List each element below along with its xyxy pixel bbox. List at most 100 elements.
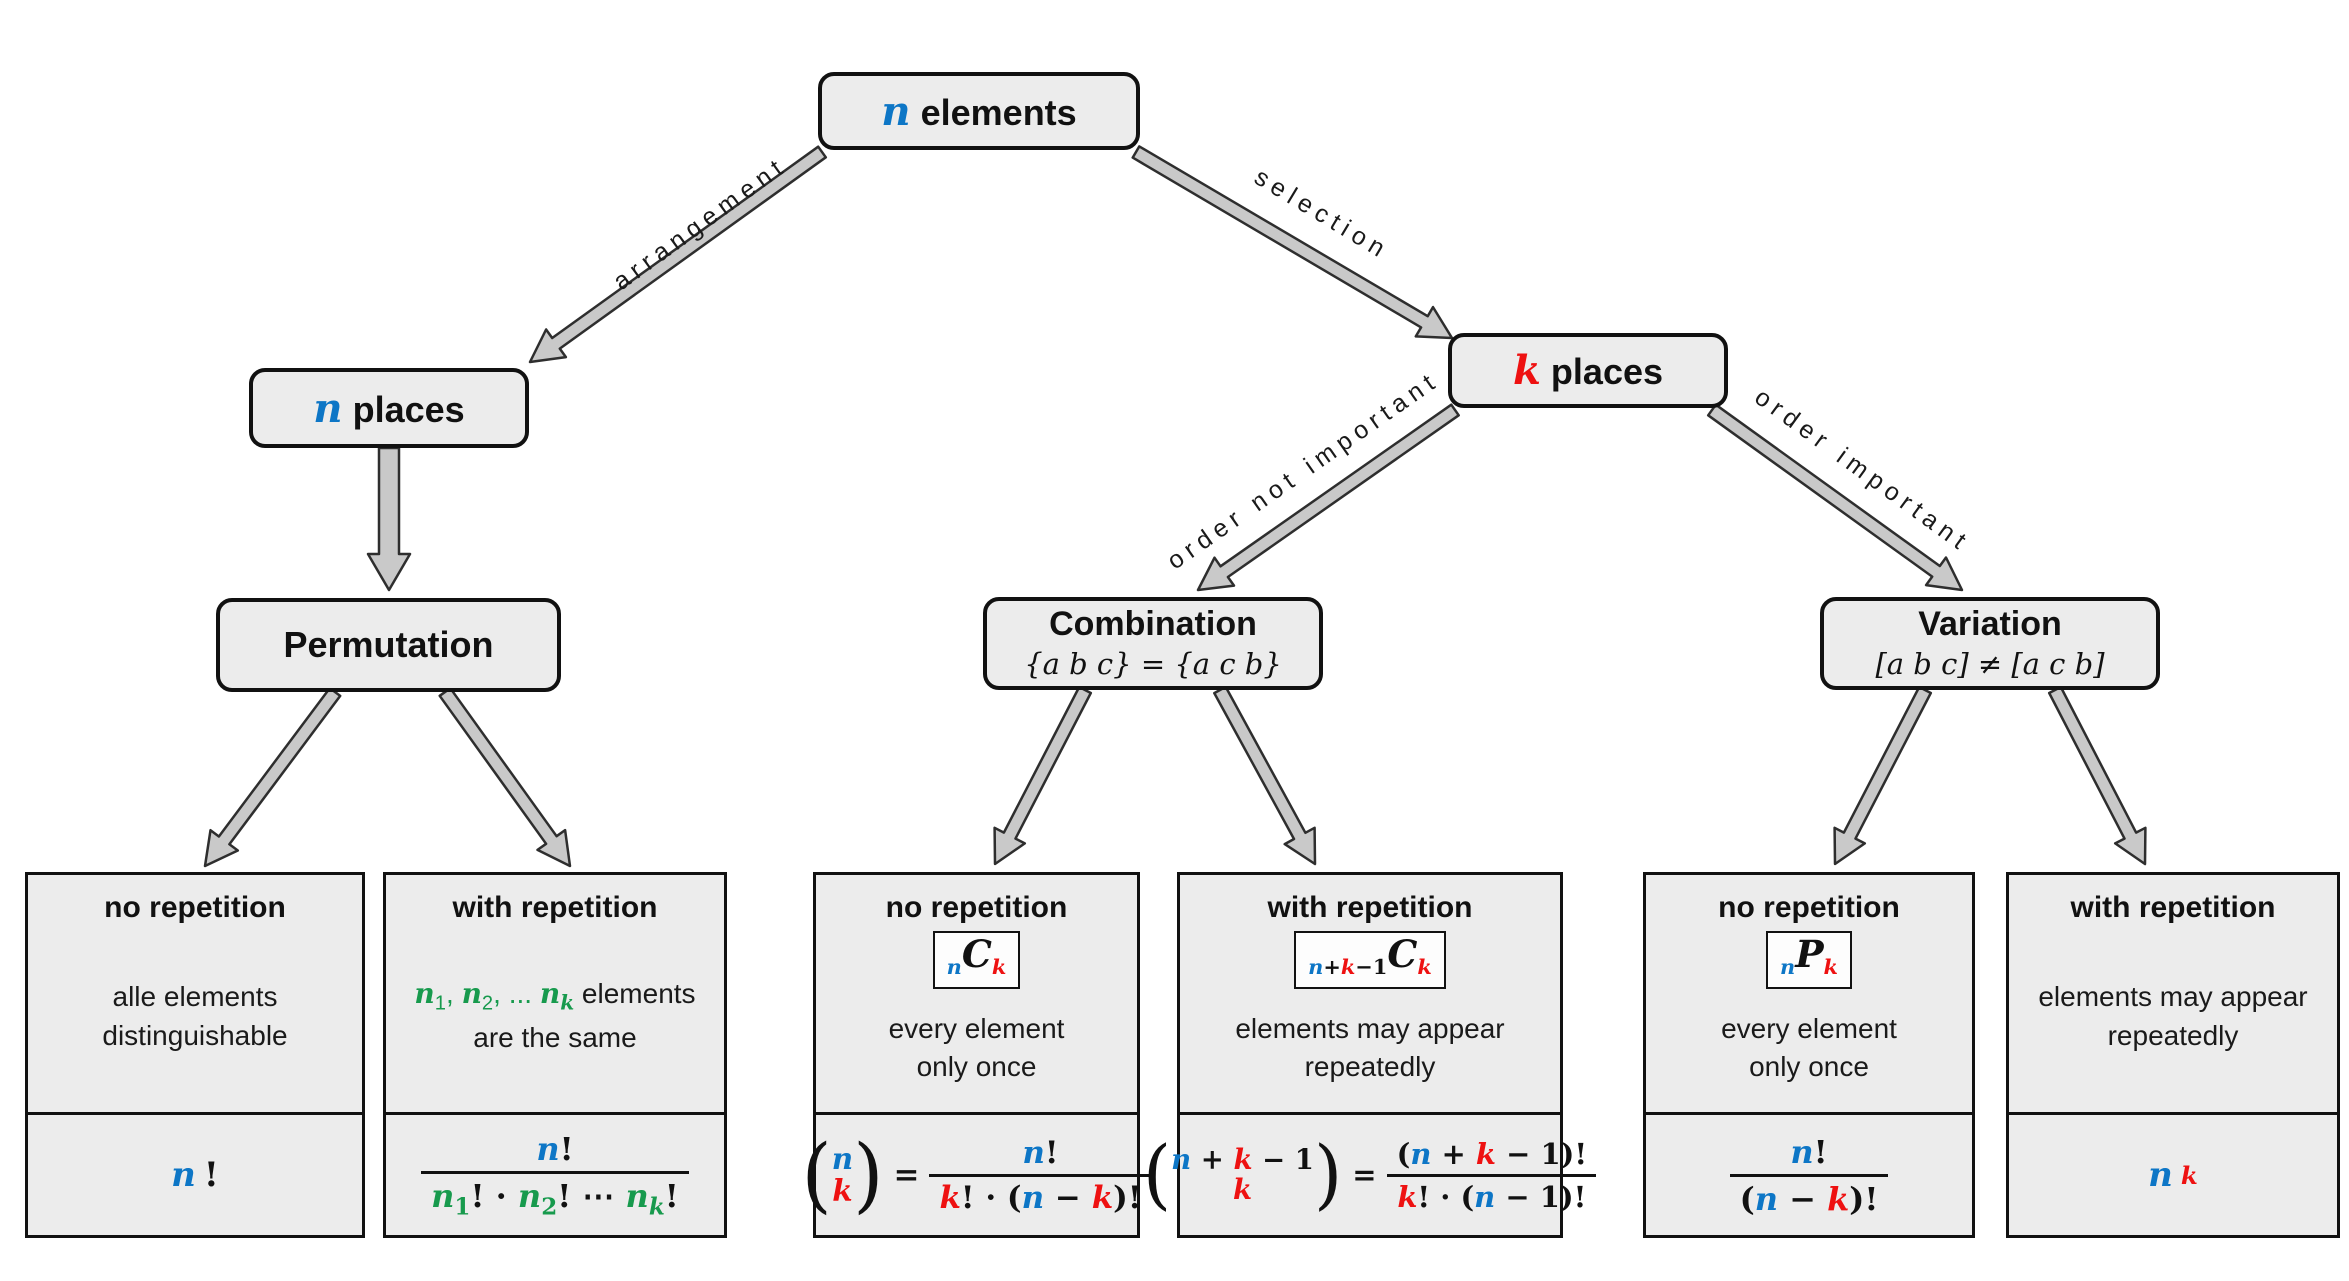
- leaf-description: with repetition n1, n2, ... nk elements …: [386, 875, 724, 1112]
- math-token: −1: [1355, 953, 1388, 979]
- math-token: every element: [888, 1012, 1065, 1044]
- math-token: n: [1754, 1179, 1778, 1218]
- math-token: k: [991, 953, 1007, 979]
- leaf-body-line: alle elements: [113, 978, 278, 1017]
- math-token: n: [1474, 1179, 1496, 1214]
- math-token: !: [203, 1155, 219, 1195]
- math-token: n: [414, 977, 435, 1011]
- math-token: (: [1396, 1136, 1411, 1171]
- node-combination-label: Combination: [1049, 605, 1257, 644]
- node-variation: Variation [a b c] ≠ [a c b]: [1820, 597, 2160, 690]
- leaf-formula-section: ( n k ) = n! k! · (n − k)!: [802, 1112, 1152, 1235]
- math-token: +: [1191, 1143, 1234, 1176]
- leaf-description: with repetition elements may appear repe…: [2009, 875, 2337, 1112]
- math-token: n: [1790, 1132, 1814, 1171]
- node-combination-example: {a b c} = {a c b}: [1024, 646, 1282, 681]
- fraction-numerator: n!: [1012, 1135, 1068, 1174]
- math-token: ! · (: [1417, 1179, 1475, 1214]
- leaf-formula-section: n! (n − k)!: [1646, 1112, 1972, 1235]
- leaf-body-line: only once: [916, 1051, 1037, 1083]
- leaf-body: n1, n2, ... nk elements are the same: [414, 925, 695, 1112]
- math-token: n: [2148, 1155, 2173, 1195]
- math-token: C: [961, 932, 992, 976]
- math-token: n: [881, 86, 911, 135]
- equals-sign: =: [1352, 1158, 1377, 1192]
- leaf-combination-no-repetition: no repetition nCk every element only onc…: [802, 872, 1152, 1238]
- math-token: −: [1044, 1179, 1092, 1216]
- math-token: n: [539, 977, 561, 1011]
- math-token: alle elements: [112, 980, 278, 1012]
- math-token: 1: [434, 993, 446, 1016]
- math-token: +: [1323, 953, 1341, 979]
- leaf-formula-section: n! n1! · n2! ⋯ nk!: [386, 1112, 724, 1235]
- formula-multiset-coefficient: ( n + k − 1 k ) = (n + k − 1)! k! · (n −…: [1143, 1137, 1597, 1214]
- leaf-permutation-no-repetition: no repetition alle elements distinguisha…: [25, 872, 365, 1238]
- math-token: 2: [541, 1193, 558, 1221]
- formula-n-factorial: n!: [171, 1155, 219, 1195]
- edge-label-arrangement: arrangement: [608, 151, 793, 296]
- arrow-connector: [366, 446, 412, 592]
- math-token: n: [313, 383, 343, 432]
- arrow-connector: [203, 686, 342, 868]
- math-token: k: [1340, 953, 1356, 979]
- math-token: n: [431, 1176, 455, 1215]
- leaf-body-line: n1, n2, ... nk elements: [414, 975, 695, 1018]
- leaf-body: every element only once: [889, 989, 1065, 1112]
- leaf-body-line: are the same: [473, 1021, 637, 1053]
- math-token: k: [1233, 1143, 1253, 1176]
- math-token: n: [946, 953, 962, 979]
- leaf-body-line: every element: [889, 1010, 1065, 1049]
- math-token: +: [1431, 1136, 1476, 1171]
- binom-bottom: k: [1233, 1175, 1252, 1205]
- math-token: !: [664, 1176, 679, 1215]
- math-token: −: [1777, 1179, 1828, 1218]
- math-token: − 1)!: [1496, 1136, 1588, 1171]
- node-variation-example: [a b c] ≠ [a c b]: [1875, 646, 2105, 681]
- node-n-elements-label: n elements: [881, 89, 1076, 133]
- math-token: ,: [446, 978, 462, 1010]
- node-n-places-label: n places: [313, 386, 464, 430]
- math-token: !: [1813, 1132, 1828, 1171]
- fraction-numerator: n!: [1780, 1133, 1837, 1174]
- math-token: ! ⋯: [557, 1176, 626, 1215]
- leaf-header: with repetition: [1267, 891, 1473, 924]
- math-token: k: [1823, 953, 1838, 979]
- math-token: n: [536, 1129, 560, 1168]
- notation-nPk: nPk: [1766, 931, 1852, 989]
- leaf-body: every element only once: [1721, 989, 1897, 1112]
- leaf-header: with repetition: [2070, 891, 2276, 924]
- math-token: )!: [1113, 1179, 1142, 1216]
- math-token: 2: [481, 993, 494, 1016]
- math-token: − 1: [1252, 1143, 1314, 1176]
- node-permutation-label: Permutation: [283, 624, 494, 666]
- arrow-connector: [993, 685, 1093, 866]
- math-token: elements: [574, 978, 696, 1010]
- math-token: k: [2180, 1160, 2198, 1190]
- leaf-header: no repetition: [885, 891, 1068, 924]
- leaf-permutation-with-repetition: with repetition n1, n2, ... nk elements …: [383, 872, 727, 1238]
- formula-k-permutation: n! (n − k)!: [1729, 1133, 1889, 1218]
- math-token: !: [559, 1129, 574, 1168]
- math-token: n: [1171, 1143, 1192, 1176]
- arrow-connector: [438, 686, 572, 868]
- math-token: places: [342, 388, 465, 430]
- math-token: − 1)!: [1495, 1179, 1587, 1214]
- leaf-header: with repetition: [452, 891, 658, 924]
- math-token: , ...: [493, 978, 540, 1010]
- leaf-description: no repetition nPk every element only onc…: [1646, 875, 1972, 1112]
- leaf-body-line: every element: [1721, 1010, 1897, 1049]
- node-combination: Combination {a b c} = {a c b}: [983, 597, 1323, 690]
- edge-label-selection: selection: [1249, 163, 1394, 266]
- binom-top: n: [832, 1142, 853, 1175]
- math-token: k: [1091, 1179, 1114, 1216]
- node-n-places: n places: [249, 368, 529, 448]
- math-token: ! · (: [960, 1179, 1022, 1216]
- math-token: every element: [1721, 1012, 1897, 1044]
- arrow-connector: [528, 145, 828, 364]
- leaf-variation-with-repetition: with repetition elements may appear repe…: [2006, 872, 2340, 1238]
- leaf-body: elements may appear repeatedly: [2038, 925, 2307, 1112]
- math-token: n: [171, 1155, 196, 1195]
